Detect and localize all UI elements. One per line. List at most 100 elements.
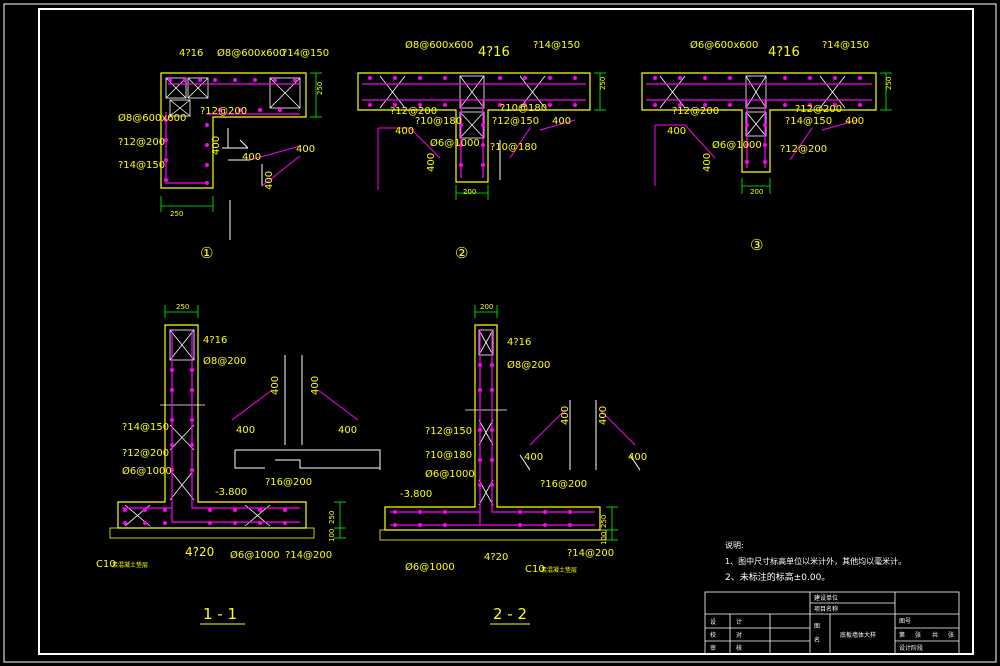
detail2-bar-a: ?12@200 bbox=[390, 106, 437, 117]
detail3-ws-3: 400 bbox=[845, 116, 864, 127]
tb-project-2: 项目名称 bbox=[814, 605, 838, 613]
section2-bar-c: Ø6@1000 bbox=[425, 468, 475, 480]
detail3-ws-1: 400 bbox=[667, 126, 686, 137]
section1-bar-d: ?16@200 bbox=[265, 477, 312, 488]
detail3-bar-a: ?12@200 bbox=[672, 106, 719, 117]
section1-bar-b: ?12@200 bbox=[122, 448, 169, 459]
detail1-ws-2: 400 bbox=[242, 152, 261, 163]
detail1-title: ① bbox=[200, 244, 213, 262]
section2-level: -3.800 bbox=[400, 489, 432, 500]
detail1-ws-4: 400 bbox=[264, 171, 275, 190]
section1-ws-1: 400 bbox=[270, 376, 281, 395]
detail1-bar-a: ?12@200 bbox=[200, 106, 247, 117]
section1-bar-f: ?14@200 bbox=[285, 550, 332, 561]
detail2-bar-b: ?10@180 bbox=[500, 103, 547, 114]
section1-bar-e: Ø6@1000 bbox=[230, 549, 280, 561]
tb-sheet-4: 张 bbox=[948, 631, 954, 639]
section1-stirrup: Ø8@200 bbox=[203, 355, 246, 367]
section2-bar-d: ?16@200 bbox=[540, 479, 587, 490]
detail2-dim-thick: 250 bbox=[599, 77, 607, 90]
detail3-bar-b: ?12@200 bbox=[795, 104, 842, 115]
detail1-rebar-top: 4?16 bbox=[179, 48, 203, 59]
detail1-stirrup-left: Ø8@600x600 bbox=[118, 112, 186, 124]
detail3-concrete bbox=[641, 72, 877, 173]
section1-bar-c: Ø6@1000 bbox=[122, 465, 172, 477]
section2-cushion bbox=[379, 529, 607, 541]
section2-ws-4: 400 bbox=[628, 452, 647, 463]
tb-drawing-name: 底板墙体大样 bbox=[840, 631, 876, 639]
detail2-ws-2: 400 bbox=[426, 153, 437, 172]
detail2-ws-3: 400 bbox=[552, 116, 571, 127]
section2-cushion-label: C10 bbox=[525, 564, 545, 575]
detail3-stirrups bbox=[659, 75, 846, 137]
detail3-ws-2: 400 bbox=[702, 153, 713, 172]
detail1-bar-b: ?12@200 bbox=[118, 137, 165, 148]
tb-date-label: 设计阶段 bbox=[899, 644, 923, 652]
section1-dim-top: 250 bbox=[176, 303, 189, 311]
section2-bar-e: Ø6@1000 bbox=[405, 561, 455, 573]
detail2-bar-e: Ø6@1000 bbox=[430, 137, 480, 149]
section1-ws-4: 400 bbox=[338, 425, 357, 436]
section2-stirrup: Ø8@200 bbox=[507, 359, 550, 371]
detail2-bar-d: ?12@150 bbox=[492, 116, 539, 127]
detail3-rebar-dots bbox=[653, 76, 862, 164]
tb-project-1: 建设单位 bbox=[814, 594, 838, 602]
tb-sheet-1: 第 bbox=[899, 631, 905, 639]
detail3-bar-e: ?12@200 bbox=[780, 144, 827, 155]
detail1-rebar-dots bbox=[164, 78, 297, 185]
section2-title: 2 - 2 bbox=[493, 605, 527, 623]
section1-dim-base: 100 bbox=[328, 529, 336, 542]
detail3-rebar-top: 4?16 bbox=[768, 45, 800, 60]
tb-col-2: 名 bbox=[814, 636, 820, 644]
detail3-bar-c: ?14@150 bbox=[785, 116, 832, 127]
detail1-dim-thick: 250 bbox=[316, 82, 324, 95]
notes: 说明: 1、图中尺寸标高单位以米计外，其他均以毫米计。 2、未标注的标高±0.0… bbox=[725, 540, 906, 583]
detail1-ws-1: 400 bbox=[211, 136, 222, 155]
notes-line-1: 1、图中尺寸标高单位以米计外，其他均以毫米计。 bbox=[725, 556, 906, 566]
section2-rebar-bottom: 4?20 bbox=[484, 552, 508, 563]
section2-bar-f: ?14@200 bbox=[567, 548, 614, 559]
tb-drawing-no: 图号 bbox=[899, 618, 911, 625]
detail1-stirrup-top: Ø8@600x600 bbox=[217, 47, 285, 59]
detail2-rebar-dots bbox=[368, 76, 577, 167]
detail2-stirrups bbox=[379, 75, 546, 139]
detail1-waterstop bbox=[222, 128, 263, 240]
section1-cushion-label: C10 bbox=[96, 559, 116, 570]
tb-row-1: 设 bbox=[710, 618, 716, 626]
detail3-dim-bottom: 200 bbox=[750, 188, 763, 196]
detail2-rebar-top: 4?16 bbox=[478, 45, 510, 60]
title-block-text: 建设单位 项目名称 设 校 审 计 对 核 图 名 底板墙体大样 图号 第 张 … bbox=[710, 594, 954, 652]
detail1-bar-c: ?14@150 bbox=[118, 160, 165, 171]
detail2-title: ② bbox=[455, 244, 468, 262]
section2-dim-base: 100 bbox=[600, 532, 608, 545]
detail1-dim-bottom: 250 bbox=[170, 210, 183, 218]
detail2-ws-1: 400 bbox=[395, 126, 414, 137]
section1-cushion bbox=[109, 527, 315, 539]
detail-2: Ø8@600x600 4?16 ?14@150 ?12@200 ?10@180 … bbox=[357, 39, 607, 262]
section1-ws-3: 400 bbox=[236, 425, 255, 436]
tb-col-1: 图 bbox=[814, 623, 820, 630]
detail2-concrete bbox=[357, 72, 591, 183]
section1-dim-slab: 250 bbox=[328, 511, 336, 524]
detail2-dim-bottom: 200 bbox=[463, 188, 476, 196]
tb-sheet-2: 张 bbox=[915, 631, 921, 639]
section2-bar-a: ?12@150 bbox=[425, 426, 472, 437]
section2-dim-slab: 250 bbox=[600, 515, 608, 528]
section2-ws-2: 400 bbox=[598, 406, 609, 425]
tb-row-5: 对 bbox=[736, 631, 742, 639]
notes-line-2: 2、未标注的标高±0.00。 bbox=[725, 571, 830, 583]
detail2-rebar-right: ?14@150 bbox=[533, 40, 580, 51]
detail3-stirrup-top: Ø6@600x600 bbox=[690, 39, 758, 51]
detail-3: Ø6@600x600 4?16 ?14@150 ?12@200 ?12@200 … bbox=[641, 39, 893, 254]
section1-ws-2: 400 bbox=[310, 376, 321, 395]
section2-dim-top: 200 bbox=[480, 303, 493, 311]
detail2-stirrup-top: Ø8@600x600 bbox=[405, 39, 473, 51]
section2-rebar-top: 4?16 bbox=[507, 337, 531, 348]
sheet-border-outer bbox=[3, 3, 997, 663]
detail1-ws-3: 400 bbox=[296, 144, 315, 155]
section1-title: 1 - 1 bbox=[203, 605, 237, 623]
section-2-2: 200 4?16 Ø8@200 ?12@150 ?10@180 Ø6@1000 … bbox=[379, 303, 647, 625]
detail2-bar-c: ?10@180 bbox=[415, 116, 462, 127]
detail-1: 4?16 Ø8@600x600 ?14@150 Ø8@600x600 ?12@2… bbox=[118, 47, 329, 262]
